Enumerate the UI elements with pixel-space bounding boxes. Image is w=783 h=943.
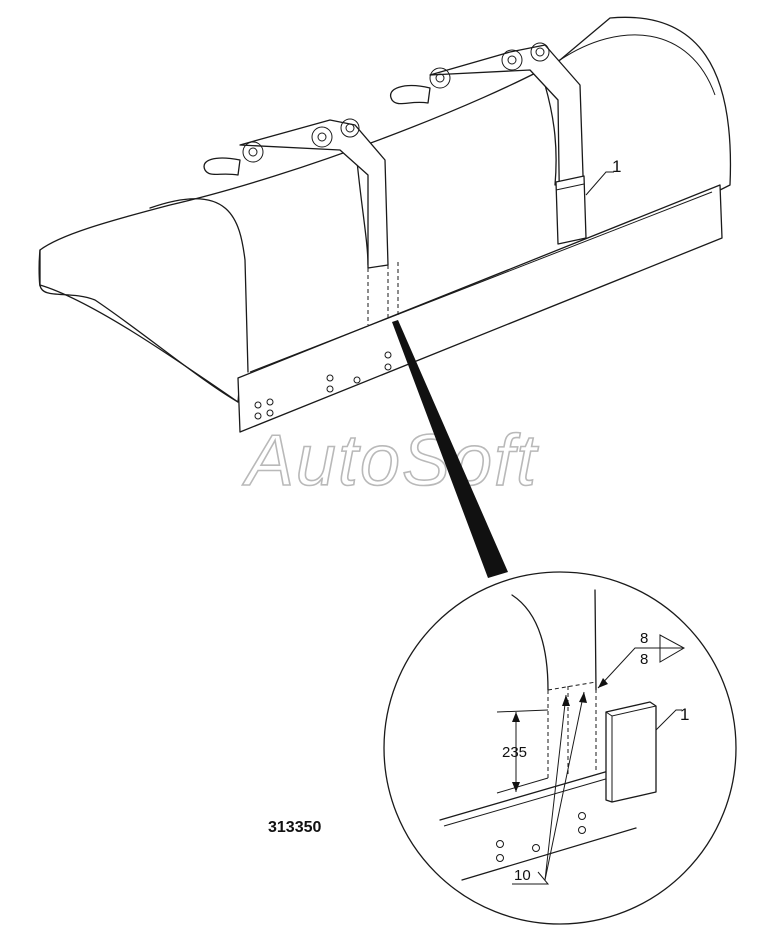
detail-circle bbox=[383, 571, 737, 925]
hidden-plate-left bbox=[367, 262, 399, 325]
dim-ext-top bbox=[496, 709, 549, 713]
shell-curve-left bbox=[149, 197, 249, 373]
detail-leader-wedge bbox=[392, 320, 508, 578]
weld-symbol bbox=[659, 634, 686, 663]
bucket-assembly bbox=[38, 16, 732, 433]
side-plate-left bbox=[38, 249, 239, 403]
dim-ext-bottom bbox=[496, 777, 549, 794]
shell-inner-edge bbox=[559, 34, 716, 96]
detail-edge-bottom bbox=[461, 827, 637, 881]
detail-holes bbox=[496, 812, 586, 862]
note-label: 10 bbox=[514, 867, 531, 884]
detail-bracket-edge bbox=[594, 589, 597, 691]
weld-size-top: 8 bbox=[640, 630, 648, 647]
part-label-main: 1 bbox=[612, 157, 621, 176]
shell-curve-right bbox=[544, 84, 557, 186]
detail-wear-plate bbox=[605, 701, 657, 803]
leader-part-main bbox=[585, 171, 614, 196]
cutting-edge-front bbox=[237, 184, 723, 433]
note-leaders bbox=[544, 691, 585, 881]
drawing-number: 313350 bbox=[268, 819, 321, 836]
detail-weld-zone bbox=[547, 681, 597, 780]
part-label-detail: 1 bbox=[680, 705, 689, 724]
leader-part-detail bbox=[655, 709, 682, 731]
dimension-label: 235 bbox=[502, 744, 527, 761]
detail-edge-top bbox=[439, 769, 613, 821]
detail-bracket-curve bbox=[511, 594, 549, 691]
bolt-holes-edge bbox=[254, 351, 392, 420]
weld-size-bottom: 8 bbox=[640, 651, 648, 668]
detail-view: 1 235 8 8 10 bbox=[383, 571, 737, 925]
weld-leader bbox=[597, 647, 660, 689]
note-underline bbox=[512, 871, 550, 885]
cutting-edge-line bbox=[249, 191, 713, 373]
watermark-text: AutoSoft bbox=[242, 421, 539, 501]
wear-plate-main bbox=[555, 175, 587, 245]
